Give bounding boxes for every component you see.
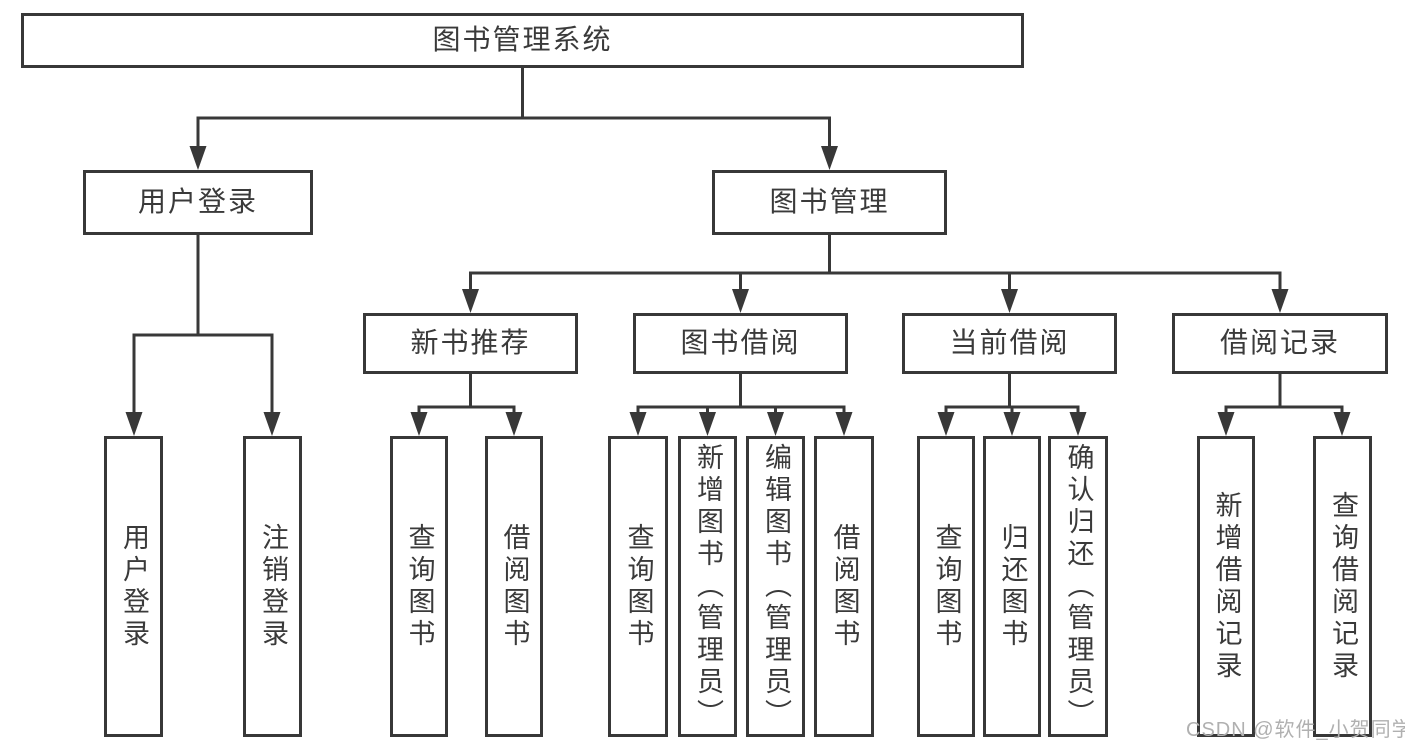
node-new-book-recommend: 新书推荐 bbox=[363, 313, 578, 374]
leaf-add-borrow-record-label: 新增借阅记录 bbox=[1211, 490, 1242, 683]
connector-root-fork bbox=[196, 68, 831, 150]
leaf-query-book-2-label: 查询图书 bbox=[623, 522, 654, 651]
leaf-query-book-2: 查询图书 bbox=[608, 436, 668, 737]
leaf-query-book-3: 查询图书 bbox=[917, 436, 975, 737]
leaf-return-book-label: 归还图书 bbox=[997, 522, 1028, 651]
leaf-query-book-3-label: 查询图书 bbox=[931, 522, 962, 651]
leaf-add-borrow-record: 新增借阅记录 bbox=[1197, 436, 1255, 737]
node-current-borrow: 当前借阅 bbox=[902, 313, 1117, 374]
node-new-book-recommend-label: 新书推荐 bbox=[410, 327, 531, 359]
node-book-borrow: 图书借阅 bbox=[633, 313, 848, 374]
connector-book-management-fork bbox=[469, 235, 1282, 293]
node-root-label: 图书管理系统 bbox=[432, 24, 613, 56]
leaf-return-book: 归还图书 bbox=[983, 436, 1041, 737]
leaf-edit-book-admin-label: 编辑图书（管理员） bbox=[761, 442, 791, 731]
leaf-borrow-book-1: 借阅图书 bbox=[485, 436, 543, 737]
leaf-logout-label: 注销登录 bbox=[258, 522, 288, 651]
leaf-add-book-admin: 新增图书（管理员） bbox=[678, 436, 737, 737]
connector-new-book-fork bbox=[417, 374, 516, 416]
leaf-confirm-return-admin: 确认归还（管理员） bbox=[1048, 436, 1108, 737]
leaf-borrow-book-1-label: 借阅图书 bbox=[499, 522, 530, 651]
connector-user-login-fork bbox=[132, 235, 274, 416]
node-user-login: 用户登录 bbox=[83, 170, 313, 235]
node-book-management-label: 图书管理 bbox=[769, 186, 890, 218]
leaf-confirm-return-admin-label: 确认归还（管理员） bbox=[1063, 442, 1094, 731]
arrowhead-icons bbox=[125, 146, 1351, 436]
leaf-edit-book-admin: 编辑图书（管理员） bbox=[746, 436, 805, 737]
leaf-query-book-1: 查询图书 bbox=[390, 436, 448, 737]
leaf-query-book-1-label: 查询图书 bbox=[404, 522, 435, 651]
leaf-add-book-admin-label: 新增图书（管理员） bbox=[693, 442, 723, 731]
leaf-user-login-label: 用户登录 bbox=[119, 522, 149, 651]
node-user-login-label: 用户登录 bbox=[137, 186, 258, 218]
watermark: CSDN @软件_小贺同学 bbox=[1186, 719, 1405, 741]
node-borrow-record: 借阅记录 bbox=[1172, 313, 1388, 374]
leaf-borrow-book-2-label: 借阅图书 bbox=[829, 522, 860, 651]
node-book-borrow-label: 图书借阅 bbox=[680, 327, 801, 359]
leaf-logout: 注销登录 bbox=[243, 436, 302, 737]
leaf-user-login: 用户登录 bbox=[104, 436, 163, 737]
leaf-query-borrow-record-label: 查询借阅记录 bbox=[1328, 490, 1358, 683]
node-current-borrow-label: 当前借阅 bbox=[949, 327, 1070, 359]
node-book-management: 图书管理 bbox=[712, 170, 947, 235]
node-root: 图书管理系统 bbox=[21, 13, 1024, 68]
connector-book-borrow-fork bbox=[636, 374, 846, 416]
node-borrow-record-label: 借阅记录 bbox=[1219, 327, 1340, 359]
connector-current-borrow-fork bbox=[944, 374, 1080, 416]
leaf-query-borrow-record: 查询借阅记录 bbox=[1313, 436, 1372, 737]
leaf-borrow-book-2: 借阅图书 bbox=[814, 436, 874, 737]
connector-borrow-record-fork bbox=[1224, 374, 1344, 416]
